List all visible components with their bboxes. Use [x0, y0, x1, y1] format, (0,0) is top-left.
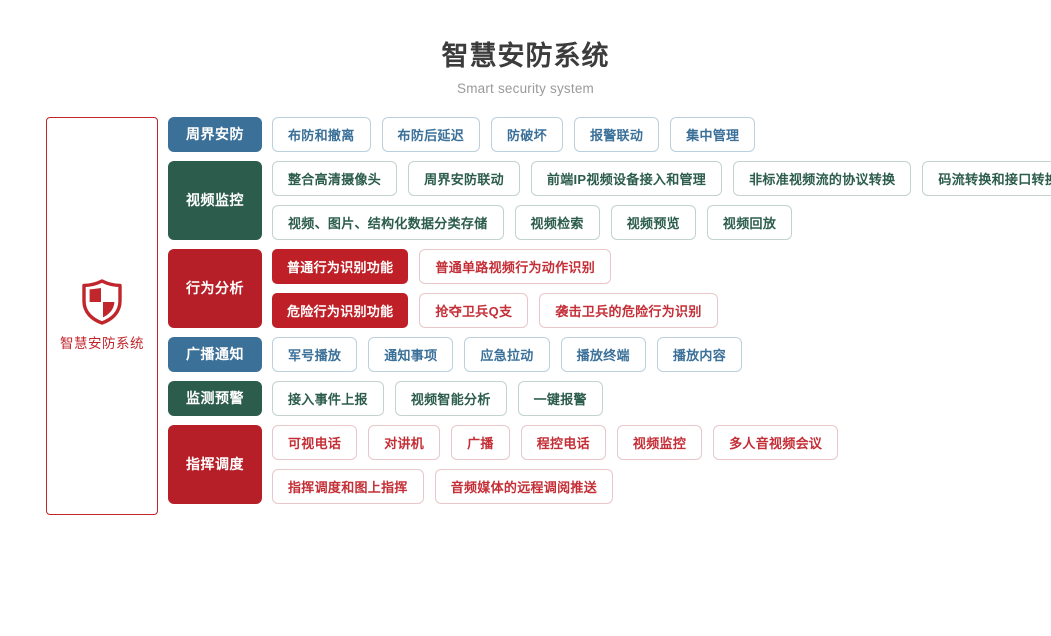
feature-item-袭击卫兵的危险行为识别[interactable]: 袭击卫兵的危险行为识别 [539, 292, 718, 328]
feature-item-抢夺卫兵Q支[interactable]: 抢夺卫兵Q支 [419, 292, 529, 328]
root-node-label: 智慧安防系统 [60, 336, 144, 352]
category-label-视频监控[interactable]: 视频监控 [168, 160, 262, 240]
row-items: 可视电话对讲机广播程控电话视频监控多人音视频会议指挥调度和图上指挥音频媒体的远程… [272, 424, 1051, 504]
feature-item-程控电话[interactable]: 程控电话 [520, 424, 606, 460]
row-items: 普通行为识别功能普通单路视频行为动作识别危险行为识别功能抢夺卫兵Q支袭击卫兵的危… [272, 248, 1051, 328]
page-title: 智慧安防系统 [441, 41, 610, 71]
row-items: 整合高清摄像头周界安防联动前端IP视频设备接入和管理非标准视频流的协议转换码流转… [272, 160, 1051, 240]
item-line: 军号播放通知事项应急拉动播放终端播放内容 [272, 336, 1051, 372]
feature-item-前端IP视频设备接入和管理[interactable]: 前端IP视频设备接入和管理 [530, 160, 723, 196]
item-line: 整合高清摄像头周界安防联动前端IP视频设备接入和管理非标准视频流的协议转换码流转… [272, 160, 1051, 196]
item-line: 布防和撤离布防后延迟防破坏报警联动集中管理 [272, 116, 1051, 152]
item-line: 危险行为识别功能抢夺卫兵Q支袭击卫兵的危险行为识别 [272, 292, 1051, 328]
subcategory-button-危险行为识别功能[interactable]: 危险行为识别功能 [272, 292, 409, 328]
item-line: 普通行为识别功能普通单路视频行为动作识别 [272, 248, 1051, 284]
feature-item-码流转换和接口转换[interactable]: 码流转换和接口转换 [922, 160, 1051, 196]
shield-icon [82, 279, 122, 325]
feature-item-报警联动[interactable]: 报警联动 [573, 116, 660, 152]
diagram-body: 智慧安防系统 周界安防布防和撤离布防后延迟防破坏报警联动集中管理视频监控整合高清… [0, 116, 1051, 515]
feature-item-整合高清摄像头[interactable]: 整合高清摄像头 [272, 160, 398, 196]
feature-item-广播[interactable]: 广播 [451, 424, 510, 460]
root-node-panel: 智慧安防系统 [46, 116, 158, 515]
feature-item-布防后延迟[interactable]: 布防后延迟 [381, 116, 481, 152]
feature-item-防破坏[interactable]: 防破坏 [491, 116, 563, 152]
feature-item-非标准视频流的协议转换[interactable]: 非标准视频流的协议转换 [733, 160, 912, 196]
feature-item-视频、图片、结构化数据分类存储[interactable]: 视频、图片、结构化数据分类存储 [272, 204, 504, 240]
category-row: 周界安防布防和撤离布防后延迟防破坏报警联动集中管理 [168, 116, 1051, 152]
category-row: 行为分析普通行为识别功能普通单路视频行为动作识别危险行为识别功能抢夺卫兵Q支袭击… [168, 248, 1051, 328]
subcategory-button-普通行为识别功能[interactable]: 普通行为识别功能 [272, 248, 409, 284]
feature-item-指挥调度和图上指挥[interactable]: 指挥调度和图上指挥 [272, 468, 424, 504]
category-rows: 周界安防布防和撤离布防后延迟防破坏报警联动集中管理视频监控整合高清摄像头周界安防… [168, 116, 1051, 504]
feature-item-布防和撤离[interactable]: 布防和撤离 [272, 116, 371, 152]
category-row: 监测预警接入事件上报视频智能分析一键报警 [168, 380, 1051, 416]
feature-item-对讲机[interactable]: 对讲机 [368, 424, 441, 460]
feature-item-通知事项[interactable]: 通知事项 [368, 336, 454, 372]
row-items: 军号播放通知事项应急拉动播放终端播放内容 [272, 336, 1051, 372]
feature-item-音频媒体的远程调阅推送[interactable]: 音频媒体的远程调阅推送 [434, 468, 614, 504]
feature-item-视频监控[interactable]: 视频监控 [616, 424, 703, 460]
feature-item-视频智能分析[interactable]: 视频智能分析 [394, 380, 507, 416]
feature-item-军号播放[interactable]: 军号播放 [272, 336, 358, 372]
feature-item-播放内容[interactable]: 播放内容 [656, 336, 743, 372]
feature-item-视频检索[interactable]: 视频检索 [514, 204, 600, 240]
category-label-广播通知[interactable]: 广播通知 [168, 336, 262, 372]
item-line: 指挥调度和图上指挥音频媒体的远程调阅推送 [272, 468, 1051, 504]
category-row: 视频监控整合高清摄像头周界安防联动前端IP视频设备接入和管理非标准视频流的协议转… [168, 160, 1051, 240]
feature-item-周界安防联动[interactable]: 周界安防联动 [408, 160, 520, 196]
feature-item-普通单路视频行为动作识别[interactable]: 普通单路视频行为动作识别 [419, 248, 612, 284]
feature-item-播放终端[interactable]: 播放终端 [560, 336, 646, 372]
feature-item-接入事件上报[interactable]: 接入事件上报 [272, 380, 384, 416]
category-row: 指挥调度可视电话对讲机广播程控电话视频监控多人音视频会议指挥调度和图上指挥音频媒… [168, 424, 1051, 504]
item-line: 接入事件上报视频智能分析一键报警 [272, 380, 1051, 416]
category-label-指挥调度[interactable]: 指挥调度 [168, 424, 262, 504]
feature-item-应急拉动[interactable]: 应急拉动 [464, 336, 550, 372]
row-items: 布防和撤离布防后延迟防破坏报警联动集中管理 [272, 116, 1051, 152]
feature-item-视频回放[interactable]: 视频回放 [706, 204, 793, 240]
page-header: 智慧安防系统 Smart security system [0, 0, 1051, 96]
feature-item-可视电话[interactable]: 可视电话 [272, 424, 358, 460]
category-label-监测预警[interactable]: 监测预警 [168, 380, 262, 416]
feature-item-视频预览[interactable]: 视频预览 [610, 204, 696, 240]
feature-item-一键报警[interactable]: 一键报警 [517, 380, 603, 416]
feature-item-多人音视频会议[interactable]: 多人音视频会议 [713, 424, 839, 460]
feature-item-集中管理[interactable]: 集中管理 [670, 116, 756, 152]
category-label-周界安防[interactable]: 周界安防 [168, 116, 262, 152]
page-subtitle: Smart security system [457, 80, 594, 96]
item-line: 视频、图片、结构化数据分类存储视频检索视频预览视频回放 [272, 204, 1051, 240]
category-label-行为分析[interactable]: 行为分析 [168, 248, 262, 328]
row-items: 接入事件上报视频智能分析一键报警 [272, 380, 1051, 416]
category-row: 广播通知军号播放通知事项应急拉动播放终端播放内容 [168, 336, 1051, 372]
item-line: 可视电话对讲机广播程控电话视频监控多人音视频会议 [272, 424, 1051, 460]
